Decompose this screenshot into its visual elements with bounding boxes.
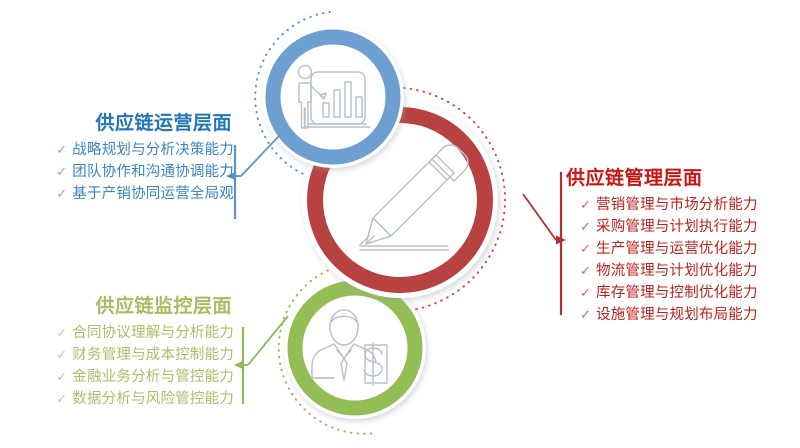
list-item-label: 金融业务分析与管控能力 <box>72 369 234 385</box>
monitoring-ring <box>287 280 423 416</box>
block-operations-items: ✓ 战略规划与分析决策能力 ✓ 团队协作和沟通协调能力 ✓ 基于产销协同运营全局… <box>56 139 234 205</box>
pencil-icon <box>359 144 469 251</box>
check-icon: ✓ <box>580 197 591 212</box>
list-item[interactable]: ✓ 财务管理与成本控制能力 <box>56 344 234 366</box>
block-monitoring: 供应链监控层面 ✓ 合同协议理解与分析能力 ✓ 财务管理与成本控制能力 ✓ 金融… <box>8 295 234 410</box>
list-item-label: 合同协议理解与分析能力 <box>72 325 234 341</box>
block-management: 供应链管理层面 ✓ 营销管理与市场分析能力 ✓ 采购管理与计划执行能力 ✓ 生产… <box>566 167 794 326</box>
operations-ring <box>265 29 401 165</box>
connector-operations <box>226 135 280 219</box>
block-management-title: 供应链管理层面 <box>566 168 703 189</box>
check-icon: ✓ <box>580 263 591 278</box>
block-operations: 供应链运营层面 ✓ 战略规划与分析决策能力 ✓ 团队协作和沟通协调能力 ✓ 基于… <box>8 112 234 205</box>
list-item[interactable]: ✓ 数据分析与风险管控能力 <box>56 388 234 410</box>
connector-management <box>522 172 566 315</box>
block-monitoring-title: 供应链监控层面 <box>95 296 232 317</box>
block-management-items: ✓ 营销管理与市场分析能力 ✓ 采购管理与计划执行能力 ✓ 生产管理与运营优化能… <box>566 194 758 326</box>
list-item-label: 营销管理与市场分析能力 <box>596 197 758 213</box>
list-item[interactable]: ✓ 合同协议理解与分析能力 <box>56 322 234 344</box>
presenter-bar-chart-icon <box>297 64 371 129</box>
check-icon: ✓ <box>56 142 68 157</box>
list-item[interactable]: ✓ 设施管理与规划布局能力 <box>566 304 758 326</box>
check-icon: ✓ <box>580 241 591 256</box>
list-item-label: 团队协作和沟通协调能力 <box>72 164 234 180</box>
check-icon: ✓ <box>580 285 591 300</box>
list-item-label: 生产管理与运营优化能力 <box>596 241 758 257</box>
list-item[interactable]: ✓ 基于产销协同运营全局观 <box>56 183 234 205</box>
list-item-label: 设施管理与规划布局能力 <box>596 307 758 323</box>
block-monitoring-items: ✓ 合同协议理解与分析能力 ✓ 财务管理与成本控制能力 ✓ 金融业务分析与管控能… <box>56 322 234 410</box>
block-operations-title: 供应链运营层面 <box>95 113 232 134</box>
list-item-label: 采购管理与计划执行能力 <box>596 219 758 235</box>
node-monitoring[interactable] <box>284 277 426 419</box>
list-item-label: 物流管理与计划优化能力 <box>596 263 758 279</box>
list-item[interactable]: ✓ 生产管理与运营优化能力 <box>566 238 758 260</box>
check-icon: ✓ <box>56 325 68 340</box>
check-icon: ✓ <box>56 391 68 406</box>
list-item[interactable]: ✓ 金融业务分析与管控能力 <box>56 366 234 388</box>
connector-monitoring <box>234 315 289 404</box>
list-item[interactable]: ✓ 营销管理与市场分析能力 <box>566 194 758 216</box>
green-dotted-arc <box>277 262 377 435</box>
list-item-label: 数据分析与风险管控能力 <box>72 391 234 407</box>
check-icon: ✓ <box>580 307 591 322</box>
list-item-label: 库存管理与控制优化能力 <box>596 285 758 301</box>
list-item-label: 财务管理与成本控制能力 <box>72 347 234 363</box>
list-item[interactable]: ✓ 战略规划与分析决策能力 <box>56 139 234 161</box>
blue-dotted-arc <box>254 11 353 184</box>
list-item-label: 基于产销协同运营全局观 <box>72 186 234 202</box>
list-item[interactable]: ✓ 采购管理与计划执行能力 <box>566 216 758 238</box>
list-item[interactable]: ✓ 团队协作和沟通协调能力 <box>56 161 234 183</box>
list-item[interactable]: ✓ 库存管理与控制优化能力 <box>566 282 758 304</box>
businessman-dollar-icon <box>311 309 388 386</box>
red-dotted-arc <box>381 87 507 313</box>
list-item[interactable]: ✓ 物流管理与计划优化能力 <box>566 260 758 282</box>
check-icon: ✓ <box>56 186 68 201</box>
check-icon: ✓ <box>580 219 591 234</box>
list-item-label: 战略规划与分析决策能力 <box>72 142 234 158</box>
check-icon: ✓ <box>56 164 68 179</box>
node-operations[interactable] <box>262 26 404 168</box>
check-icon: ✓ <box>56 347 68 362</box>
check-icon: ✓ <box>56 369 68 384</box>
